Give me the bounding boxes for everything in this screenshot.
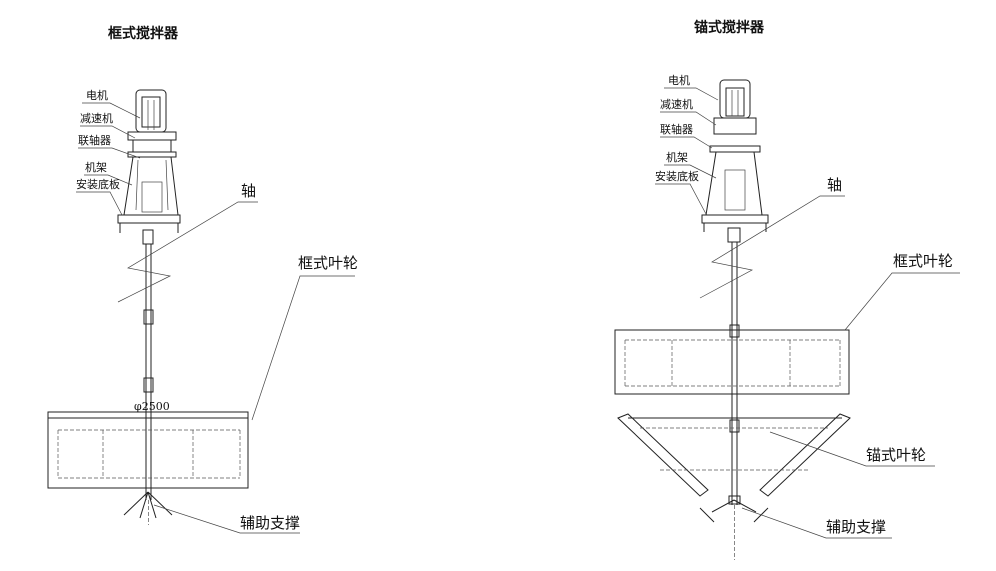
label-anchor-impeller: 锚式叶轮 xyxy=(866,446,926,464)
label-support: 辅助支撑 xyxy=(240,514,300,532)
anchor-agitator-title: 锚式搅拌器 xyxy=(694,19,765,36)
frame-agitator-title: 框式搅拌器 xyxy=(108,25,179,42)
frame-impeller xyxy=(614,329,850,395)
label-base-plate: 安装底板 xyxy=(76,177,120,191)
label-frame: 机架 xyxy=(85,160,107,174)
label-base-plate: 安装底板 xyxy=(655,169,699,183)
label-reducer: 减速机 xyxy=(80,111,113,125)
bottom-support xyxy=(123,491,173,519)
shaft xyxy=(143,244,154,525)
label-motor: 电机 xyxy=(86,88,108,102)
label-support: 辅助支撑 xyxy=(826,518,886,536)
label-frame-impeller: 框式叶轮 xyxy=(893,252,953,270)
label-shaft: 轴 xyxy=(827,176,842,194)
label-coupling: 联轴器 xyxy=(78,133,111,147)
bottom-support xyxy=(699,495,769,523)
label-shaft: 轴 xyxy=(241,182,256,200)
drive-unit xyxy=(701,79,769,243)
anchor-impeller xyxy=(617,413,851,497)
label-reducer: 减速机 xyxy=(660,97,693,111)
shaft xyxy=(729,242,740,560)
frame-impeller: φ2500 xyxy=(47,400,249,489)
label-motor: 电机 xyxy=(668,73,690,87)
leaders: 电机 减速机 联轴器 机架 安装底板 轴 框式叶轮 锚式叶轮 辅助支撑 xyxy=(655,73,960,539)
label-coupling: 联轴器 xyxy=(660,122,693,136)
label-frame: 机架 xyxy=(666,150,688,164)
drive-unit xyxy=(117,89,181,245)
anchor-agitator: 锚式搅拌器 xyxy=(614,19,960,560)
label-impeller: 框式叶轮 xyxy=(298,254,358,272)
impeller-diameter-label: φ2500 xyxy=(134,400,170,413)
leaders: 电机 减速机 联轴器 机架 安装底板 轴 框式叶轮 辅助支撑 xyxy=(76,88,358,534)
frame-agitator: 框式搅拌器 xyxy=(47,25,358,534)
